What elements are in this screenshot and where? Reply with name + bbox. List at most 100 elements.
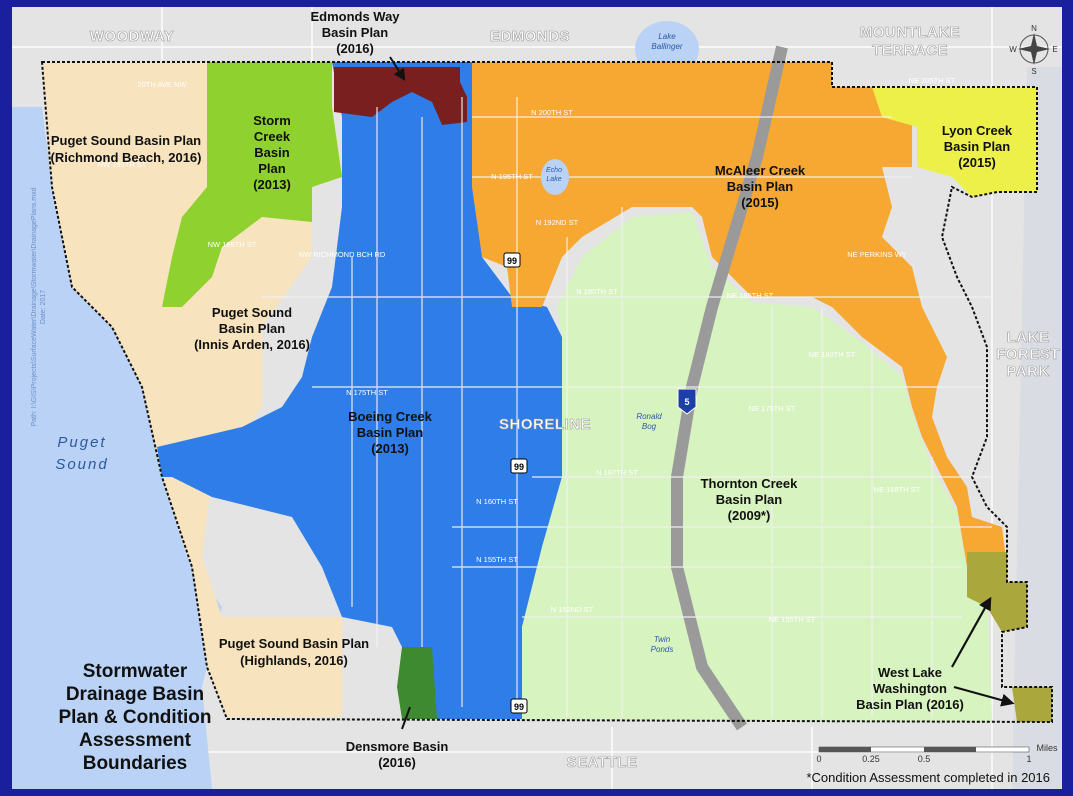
svg-text:Creek: Creek [254,129,291,144]
lake-ballinger-label-1: Lake [658,32,676,41]
svg-text:(2013): (2013) [371,441,409,456]
svg-text:Basin Plan: Basin Plan [357,425,424,440]
street-label: NW 188TH ST [208,240,257,249]
svg-text:Storm: Storm [253,113,291,128]
street-label: N 155TH ST [476,555,518,564]
west-lake-washington-basin-south [1012,687,1052,722]
city-seattle: SEATTLE [567,754,638,771]
svg-text:Basin Plan: Basin Plan [944,139,1011,154]
svg-text:(Innis Arden, 2016): (Innis Arden, 2016) [194,337,310,352]
street-labels: 20TH AVE NW NW 195TH ST NW 188TH ST NW R… [98,76,956,624]
svg-text:E: E [1052,45,1057,54]
twin-ponds-label-2: Ponds [651,645,674,654]
basin-label-lyon-creek: Lyon Creek Basin Plan (2015) [942,123,1013,170]
street-label: NE 205TH ST [909,76,956,85]
basin-label-west-lake-washington: West Lake Washington Basin Plan (2016) [856,665,964,712]
puget-sound-water [12,107,222,789]
boeing-creek-basin [157,62,562,719]
svg-text:Basin Plan: Basin Plan [322,25,389,40]
highway-shield-99-south: 99 [510,698,528,714]
water-label-puget: Puget [57,434,106,451]
city-mountlake: MOUNTLAKE [860,24,960,41]
ronald-bog-label-2: Bog [642,422,657,431]
mcaleer-creek-basin [472,62,1007,567]
echo-lake-label-1: Echo [546,167,562,174]
svg-text:Assessment: Assessment [79,730,192,751]
svg-text:S: S [1031,67,1036,76]
basin-map: Puget Sound Lake Ballinger Echo Lake Ron… [12,7,1062,789]
street-label: NE 168TH ST [874,485,921,494]
street-label: N 167TH ST [596,468,638,477]
street-label: NW 195TH ST [98,160,147,169]
street-label: N 192ND ST [536,218,579,227]
svg-text:0.25: 0.25 [862,754,880,764]
map-canvas: Puget Sound Lake Ballinger Echo Lake Ron… [12,7,1062,789]
highway-shield-99-north: 99 [503,252,521,268]
interstate-5 [671,45,788,731]
echo-lake [541,159,569,195]
svg-text:McAleer Creek: McAleer Creek [715,163,806,178]
svg-text:Washington: Washington [873,681,947,696]
city-park: PARK [1006,363,1049,380]
street-label: NE 175TH ST [749,404,796,413]
svg-text:Miles: Miles [1036,743,1058,753]
basin-label-mcaleer-creek: McAleer Creek Basin Plan (2015) [715,163,806,210]
street-label: N 200TH ST [531,108,573,117]
water-label-sound: Sound [55,456,108,473]
city-shoreline: SHORELINE [499,416,591,433]
svg-text:Basin Plan: Basin Plan [727,179,794,194]
svg-text:99: 99 [514,702,524,712]
basin-label-richmond-beach: Puget Sound Basin Plan (Richmond Beach, … [51,133,202,165]
street-label: N 195TH ST [491,172,533,181]
svg-text:(Richmond Beach, 2016): (Richmond Beach, 2016) [51,150,202,165]
svg-text:0: 0 [816,754,821,764]
svg-text:W: W [1009,45,1017,54]
edmonds-way-basin [334,67,467,125]
puget-sound-basins [42,62,342,717]
city-terrace: TERRACE [872,42,948,59]
densmore-arrow [401,706,411,730]
svg-text:Plan: Plan [258,161,286,176]
svg-text:Boeing Creek: Boeing Creek [348,409,433,424]
svg-text:Drainage Basin: Drainage Basin [66,684,204,705]
side-date-text: Date: 2017 [40,290,47,324]
svg-text:Basin: Basin [254,145,289,160]
svg-text:Basin Plan: Basin Plan [219,321,286,336]
city-edmonds: EDMONDS [490,28,570,45]
densmore-basin [397,647,437,719]
echo-lake-label-2: Lake [546,176,561,183]
side-path-text: Path: I:\GIS\Projects\SurfaceWater\Drain… [31,187,38,426]
basin-label-edmonds-way: Edmonds Way Basin Plan (2016) [310,9,400,56]
storm-creek-basin [162,62,342,307]
thornton-creek-basin [522,212,992,722]
svg-text:(2016): (2016) [378,755,416,770]
ronald-bog-label-1: Ronald [636,412,662,421]
street-label: 20TH AVE NW [137,80,187,89]
svg-text:Puget Sound Basin Plan: Puget Sound Basin Plan [219,636,369,651]
west-lake-arrow-north [951,596,992,668]
svg-text:(2009*): (2009*) [728,508,771,523]
street-label: NW RICHMOND BCH RD [299,250,386,259]
city-lake: LAKE [1007,329,1050,346]
west-lake-washington-basin-north [967,552,1027,632]
basin-label-thornton-creek: Thornton Creek Basin Plan (2009*) [701,476,799,523]
street-label: NE 155TH ST [769,615,816,624]
svg-text:(2015): (2015) [741,195,779,210]
svg-text:Plan & Condition: Plan & Condition [58,707,211,728]
svg-text:(2016): (2016) [336,41,374,56]
map-title: Stormwater Drainage Basin Plan & Conditi… [58,661,211,774]
street-grid [262,97,992,717]
basin-label-innis-arden: Puget Sound Basin Plan (Innis Arden, 201… [194,305,310,352]
edmonds-way-arrow [389,56,406,82]
lyon-creek-basin [872,87,1037,197]
svg-text:(2015): (2015) [958,155,996,170]
svg-text:Edmonds Way: Edmonds Way [310,9,400,24]
svg-text:Densmore Basin: Densmore Basin [346,739,449,754]
svg-text:West Lake: West Lake [878,665,942,680]
street-label: NE PERKINS WY [847,250,907,259]
compass-rose-icon: N E S W [1009,24,1057,76]
city-woodway: WOODWAY [90,28,175,45]
twin-ponds-label-1: Twin [654,635,671,644]
svg-text:Stormwater: Stormwater [83,661,188,682]
svg-text:Lyon Creek: Lyon Creek [942,123,1013,138]
